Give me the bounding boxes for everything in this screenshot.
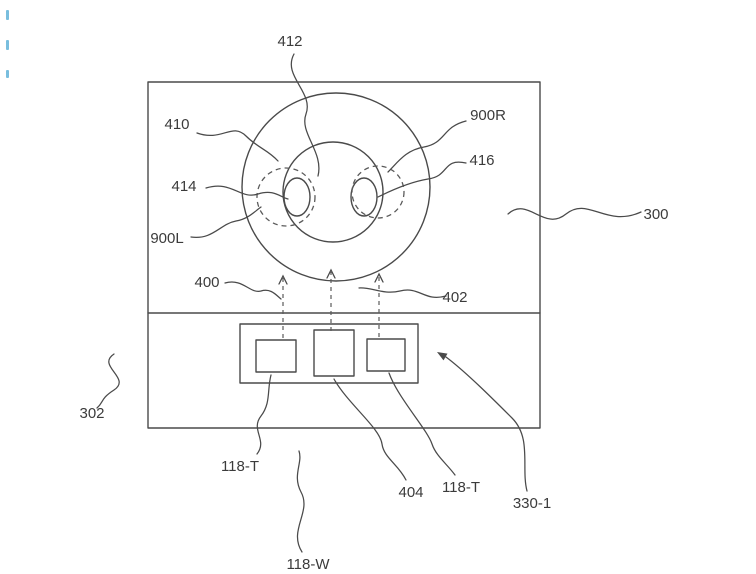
sensor-left-rect bbox=[255, 339, 297, 373]
leader-302 bbox=[96, 353, 120, 409]
sensor-housing-rect bbox=[239, 323, 419, 384]
label-404: 404 bbox=[398, 484, 423, 501]
label-400: 400 bbox=[194, 274, 219, 291]
sensor-right-rect bbox=[366, 338, 406, 372]
leader-118W bbox=[296, 450, 305, 553]
right-gaze-dashed-circle bbox=[351, 165, 405, 219]
leader-group bbox=[96, 53, 642, 553]
leader-300 bbox=[507, 207, 642, 220]
beam-group bbox=[278, 268, 384, 338]
beam-right-arrowhead bbox=[374, 272, 384, 283]
leader-330-1 bbox=[445, 356, 528, 492]
leader-404 bbox=[333, 378, 407, 481]
artifact-tick bbox=[6, 70, 9, 78]
label-412: 412 bbox=[277, 33, 302, 50]
leader-412 bbox=[290, 53, 320, 177]
device-body-rect bbox=[147, 81, 541, 429]
label-118T-right: 118-T bbox=[442, 479, 480, 496]
leader-414 bbox=[205, 185, 289, 200]
label-330-1: 330-1 bbox=[513, 495, 551, 512]
leader-900R bbox=[387, 120, 467, 173]
left-gaze-dashed-circle bbox=[256, 167, 316, 227]
left-eye-ellipse bbox=[283, 177, 311, 217]
leader-330-1-arrowhead bbox=[437, 352, 448, 361]
leader-400 bbox=[224, 281, 282, 300]
device-outline-group bbox=[147, 81, 541, 429]
right-eye-ellipse bbox=[350, 177, 378, 217]
label-302: 302 bbox=[79, 405, 104, 422]
artifact-tick bbox=[6, 10, 9, 20]
face-inner-circle bbox=[282, 141, 384, 243]
label-118W: 118-W bbox=[286, 556, 330, 573]
head-outer-circle bbox=[241, 92, 431, 282]
label-900L: 900L bbox=[150, 230, 183, 247]
leader-118T-right bbox=[388, 372, 456, 476]
artifact-tick bbox=[6, 40, 9, 50]
leader-118T-left bbox=[256, 374, 272, 455]
label-900R: 900R bbox=[470, 107, 506, 124]
sensor-group bbox=[239, 323, 419, 384]
leader-900L bbox=[190, 206, 262, 238]
label-118T-left: 118-T bbox=[221, 458, 259, 475]
label-410: 410 bbox=[164, 116, 189, 133]
label-416: 416 bbox=[469, 152, 494, 169]
beam-middle-arrowhead bbox=[326, 268, 336, 279]
label-group: 412 410 900R 416 414 900L 400 402 300 30… bbox=[79, 33, 668, 573]
leader-410 bbox=[196, 130, 279, 162]
label-300: 300 bbox=[643, 206, 668, 223]
leader-416 bbox=[377, 161, 467, 198]
label-402: 402 bbox=[442, 289, 467, 306]
sensor-middle-rect bbox=[313, 329, 355, 377]
beam-left-arrowhead bbox=[278, 274, 288, 285]
leader-402 bbox=[358, 287, 447, 298]
label-414: 414 bbox=[171, 178, 196, 195]
